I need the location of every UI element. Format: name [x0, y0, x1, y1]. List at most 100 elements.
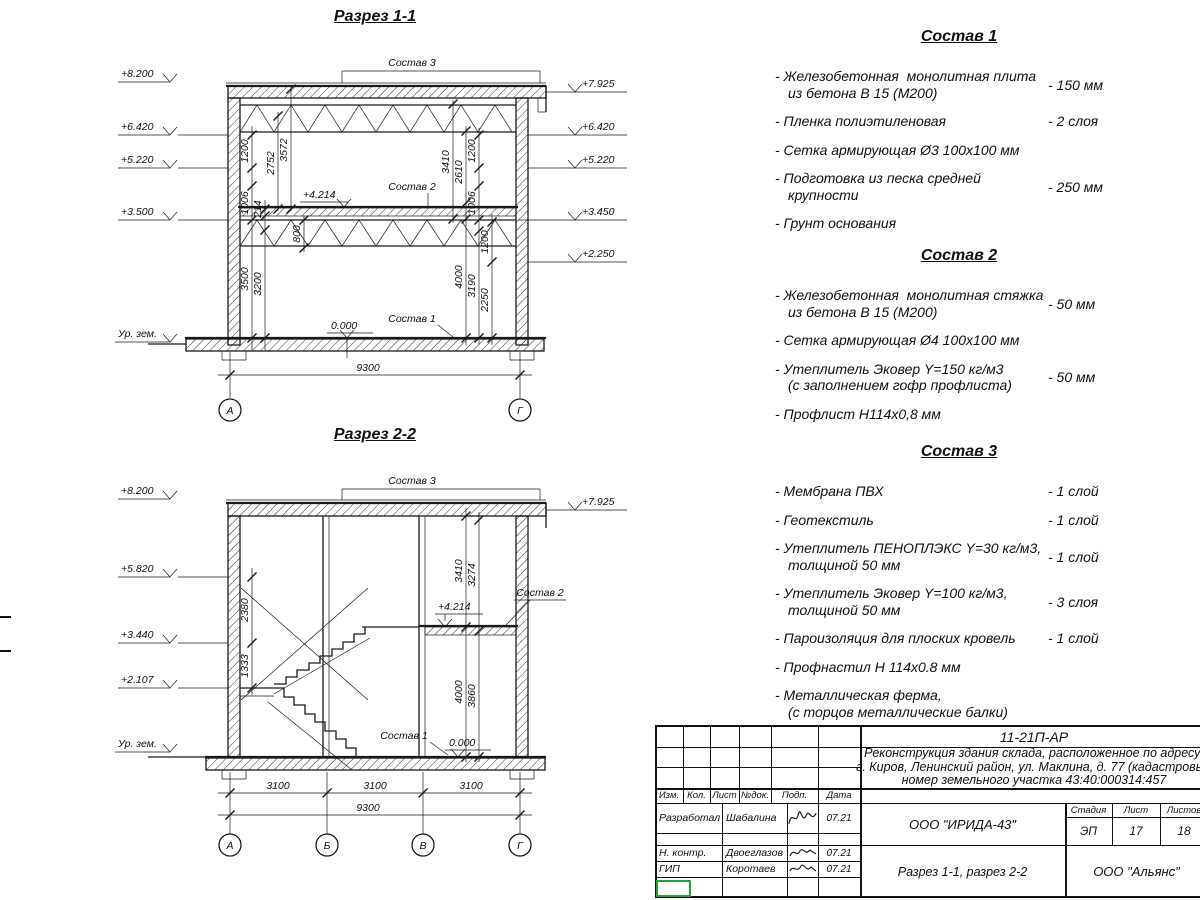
sheet-header: Лист [1123, 804, 1149, 816]
callout-sostav3: Состав 3 [388, 475, 436, 487]
signature [787, 845, 818, 861]
dim-label: 2380 [239, 598, 251, 623]
level-label: 0.000 [449, 737, 475, 749]
elevation-label: +5.820 [121, 563, 154, 575]
section1-drawing: Состав 3 Состав 2 +4.214 Состав 1 0.000 … [115, 57, 627, 422]
callouts: Состав 3 Состав 2 +4.214 Состав 1 0.000 [300, 57, 541, 358]
date-value: 07.21 [826, 863, 852, 875]
elevation-label: +5.220 [121, 154, 154, 166]
sostav2-title: Состав 2 [920, 247, 998, 264]
axis-bubble [218, 833, 242, 857]
list-item: - Подготовка из песка средней крупности … [775, 170, 1143, 203]
elevation-label: +3.450 [582, 206, 615, 218]
elevation-label: +8.200 [121, 485, 154, 497]
elevation-marks-right: +7.925 +6.420 +5.220 +3.450 +2.250 [518, 78, 627, 263]
item-text: - Геотекстиль [775, 511, 874, 528]
item-text: - Профнастил Н 114х0.8 мм [775, 658, 961, 675]
callouts: Состав 3 Состав 2 +4.214 Состав 1 0.000 [341, 475, 566, 758]
mid-floor-assembly [238, 205, 518, 247]
elevation-marks-right: +7.925 [546, 496, 627, 511]
list-item: - Сетка армирующая Ø4 100х100 мм [775, 332, 1143, 349]
item-text: - Грунт основания [775, 215, 897, 232]
dim-label: 3200 [252, 272, 264, 296]
item-text: - Железобетонная монолитная плита из бет… [775, 68, 1037, 101]
project-description-line: Реконструкция здания склада, расположенн… [864, 746, 1200, 761]
person-name: Двоеглазов [726, 847, 783, 859]
list-item: - Сетка армирующая Ø3 100х100 мм [775, 142, 1143, 159]
item-value: - 1 слой [1048, 511, 1099, 528]
doc-code: 11-21П-АР [999, 729, 1069, 745]
item-text: - Железобетонная монолитная стяжка из бе… [775, 287, 1044, 320]
item-text: - Пленка полиэтиленовая [775, 113, 947, 130]
col-header-podp: Подп. [781, 790, 808, 801]
elevation-label: +2.250 [582, 248, 615, 260]
axis-label: А [225, 405, 233, 417]
axis-label: В [419, 840, 426, 852]
roof-assembly [226, 82, 547, 133]
item-value: - 50 мм [1048, 369, 1096, 386]
item-value: - 250 мм [1048, 178, 1103, 195]
ground-slab [148, 336, 546, 361]
signature-scribble [788, 864, 816, 872]
dim-label: 1333 [239, 654, 251, 678]
dim-label: 2610 [453, 160, 465, 185]
bottom-dimension: 3100 3100 3100 9300 А Б В Г [218, 772, 532, 857]
project-description-line: номер земельного участка 43:40:000314:45… [901, 773, 1167, 788]
elevation-marks-left: +8.200 +6.420 +5.220 +3.500 Ур. зем. [115, 68, 228, 343]
item-value: - 2 слоя [1048, 113, 1099, 130]
item-text: - Утеплитель Эковер Y=100 кг/м3, толщино… [775, 585, 1008, 618]
dim-label: 3190 [466, 274, 478, 298]
axis-bubble [411, 833, 435, 857]
item-text: - Профлист Н114х0,8 мм [775, 405, 941, 422]
elevation-marks-left: +8.200 +5.820 +3.440 +2.107 Ур. зем. [115, 485, 228, 753]
dim-label: 4000 [453, 265, 465, 289]
dim-label: 1006 [239, 191, 251, 215]
sostav3-section: Состав 3 - Мембрана ПВХ - 1 слой - Геоте… [775, 443, 1143, 732]
section2-drawing: Состав 3 Состав 2 +4.214 Состав 1 0.000 … [115, 475, 627, 857]
dim-label: 3100 [363, 780, 387, 792]
item-value: - 1 слой [1048, 548, 1099, 565]
list-item: - Утеплитель Эковер Y=150 кг/м3 (с запол… [775, 361, 1143, 394]
axis-label: А [225, 840, 233, 852]
item-text: - Подготовка из песка средней крупности [775, 170, 981, 203]
list-item: - Геотекстиль - 1 слой [775, 512, 1143, 529]
sostav1-section: Состав 1 - Железобетонная монолитная пли… [775, 28, 1143, 244]
dim-label: 3410 [440, 150, 452, 174]
role-label: Разработал [659, 812, 721, 824]
sostav1-title: Состав 1 [920, 28, 998, 45]
mid-floor-slab [362, 624, 518, 636]
callout-sostav1: Состав 1 [380, 730, 427, 742]
signature [787, 861, 818, 877]
dim-label: 1200 [466, 139, 478, 163]
col-header-dok: №док. [741, 790, 769, 801]
dim-label: 3860 [466, 684, 478, 708]
list-item: - Утеплитель ПЕНОПЛЭКС Y=30 кг/м3, толщи… [775, 540, 1143, 573]
project-description: Реконструкция здания склада, расположенн… [856, 746, 1200, 788]
ground-level-label: Ур. зем. [117, 738, 157, 750]
person-name: Коротаев [726, 863, 776, 875]
level-label: 0.000 [331, 320, 357, 332]
roof-assembly [226, 499, 547, 528]
item-value: - 1 слой [1048, 483, 1099, 500]
item-text: - Пароизоляция для плоских кровель [775, 630, 1016, 647]
drawing-subject: Разрез 1-1, разрез 2-2 [897, 864, 1028, 879]
date-value: 07.21 [826, 847, 852, 859]
list-item: - Пароизоляция для плоских кровель - 1 с… [775, 630, 1143, 647]
sheets-total: 18 [1177, 824, 1191, 838]
dim-label: 2250 [479, 288, 491, 313]
frame-mark [0, 650, 11, 652]
callout-sostav2: Состав 2 [388, 181, 436, 193]
dim-label: 3572 [278, 138, 290, 162]
col-header-izm: Изм. [658, 790, 680, 801]
list-item: - Железобетонная монолитная плита из бет… [775, 68, 1143, 101]
signature-scribble [788, 811, 817, 824]
list-item: - Пленка полиэтиленовая - 2 слоя [775, 113, 1143, 130]
staircase [240, 587, 371, 771]
elevation-label: +8.200 [121, 68, 154, 80]
signature-scribble [788, 848, 816, 857]
col-header-kol: Кол. [687, 790, 706, 801]
item-text: - Металлическая ферма, (с торцов металли… [775, 687, 1008, 720]
frame-mark [0, 616, 11, 618]
elevation-label: +7.925 [582, 496, 615, 508]
item-text: - Утеплитель Эковер Y=150 кг/м3 (с запол… [775, 360, 1012, 394]
